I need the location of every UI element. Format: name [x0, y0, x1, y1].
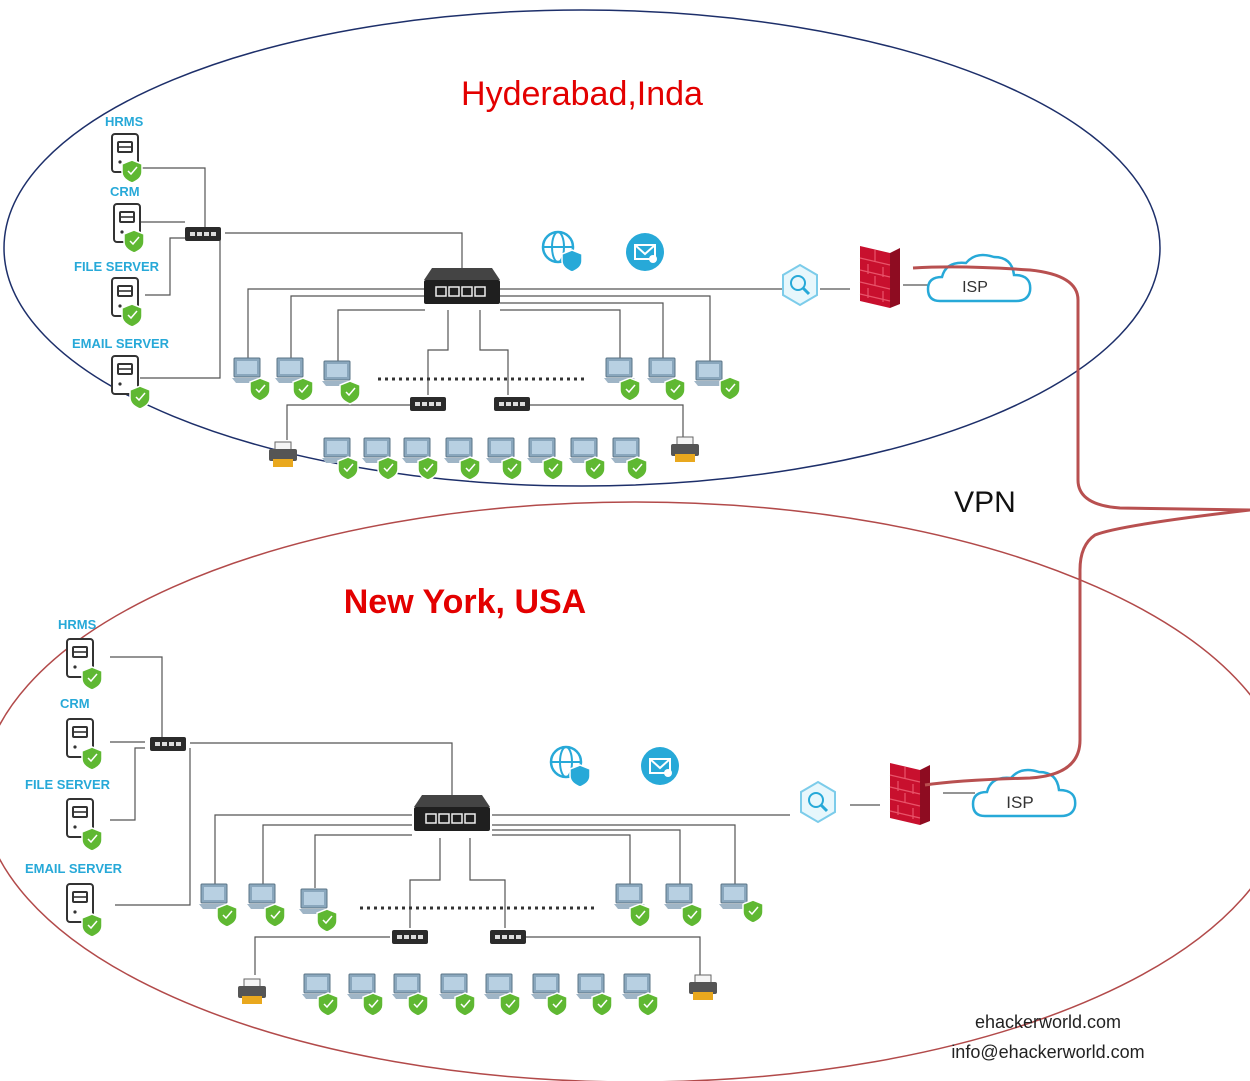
small-switch-icon — [494, 397, 530, 411]
firewall-icon — [859, 245, 901, 309]
isp-label: ISP — [1006, 793, 1033, 812]
shield-icon — [123, 229, 145, 254]
small-switch-icon — [490, 930, 526, 944]
printer-icon — [268, 441, 298, 468]
workstation-icon — [613, 883, 651, 928]
server-label-email-server: EMAIL SERVER — [25, 861, 123, 876]
workstation-icon — [646, 357, 686, 402]
small-switch-icon — [185, 227, 221, 241]
workstation-icon — [693, 360, 741, 401]
server-label-hrms: HRMS — [105, 114, 144, 129]
server-label-crm: CRM — [110, 184, 140, 199]
workstation-icon — [361, 437, 399, 481]
credit-website: ehackerworld.com — [974, 1012, 1122, 1032]
vpn-connector-top — [912, 265, 1250, 512]
shield-icon — [81, 746, 103, 771]
workstation-icon — [663, 883, 703, 928]
workstation-icon — [391, 973, 429, 1017]
server-label-hrms: HRMS — [58, 617, 97, 632]
site-hyderabad: Hyderabad,Inda HRMS CRM — [3, 9, 1161, 487]
workstation-icon — [401, 437, 439, 481]
printer-icon — [688, 974, 718, 1001]
email-security-icon — [625, 232, 665, 272]
shield-icon — [81, 827, 103, 852]
vpn-link: VPN — [912, 265, 1250, 787]
isp-label: ISP — [962, 279, 988, 296]
core-switch-icon — [413, 794, 491, 832]
vpn-connector-bottom — [924, 508, 1250, 787]
workstation-icon — [718, 883, 764, 924]
shield-icon — [81, 913, 103, 938]
core-switch-icon — [423, 267, 501, 305]
site-title-hyderabad: Hyderabad,Inda — [461, 75, 703, 113]
server-label-crm: CRM — [60, 696, 90, 711]
workstation-icon — [568, 437, 606, 481]
web-security-icon — [549, 745, 592, 789]
shield-icon — [81, 666, 103, 691]
credit-email: info@ehackerworld.com — [951, 1042, 1145, 1062]
wires-new-york — [110, 656, 975, 975]
workstation-icon — [274, 357, 314, 402]
workstation-icon — [231, 357, 271, 402]
workstation-icon — [610, 437, 648, 481]
workstation-icon — [438, 973, 476, 1017]
server-label-file-server: FILE SERVER — [74, 259, 160, 274]
site-boundary-new-york — [0, 501, 1250, 1081]
workstation-icon — [443, 437, 481, 481]
workstation-icon — [346, 973, 384, 1017]
small-switch-icon — [392, 930, 428, 944]
workstation-icon — [603, 357, 641, 402]
workstation-icon — [301, 973, 339, 1017]
web-security-icon — [541, 230, 584, 274]
workstation-icon — [198, 883, 238, 928]
wires-hyderabad — [140, 167, 930, 440]
printer-icon — [237, 978, 267, 1005]
site-boundary-hyderabad — [3, 9, 1161, 487]
printer-icon — [670, 436, 700, 463]
workstation-icon — [526, 437, 564, 481]
scanner-icon — [799, 780, 837, 824]
server-label-file-server: FILE SERVER — [25, 777, 111, 792]
workstation-icon — [483, 973, 521, 1017]
shield-icon — [121, 159, 143, 184]
scanner-icon — [781, 263, 819, 307]
workstation-icon — [298, 888, 338, 933]
shield-icon — [121, 303, 143, 328]
site-title-new-york: New York, USA — [344, 583, 586, 621]
vpn-label: VPN — [954, 486, 1016, 519]
workstation-icon — [321, 360, 361, 405]
workstation-icon — [321, 437, 359, 481]
workstation-icon — [621, 973, 659, 1017]
workstation-icon — [530, 973, 568, 1017]
small-switch-icon — [150, 737, 186, 751]
shield-icon — [129, 385, 151, 410]
workstation-icon — [485, 437, 523, 481]
site-new-york: New York, USA HRMS CRM — [0, 501, 1250, 1081]
email-security-icon — [640, 746, 680, 786]
workstation-icon — [575, 973, 613, 1017]
small-switch-icon — [410, 397, 446, 411]
server-label-email-server: EMAIL SERVER — [72, 336, 170, 351]
firewall-icon — [889, 762, 931, 826]
workstation-icon — [246, 883, 286, 928]
